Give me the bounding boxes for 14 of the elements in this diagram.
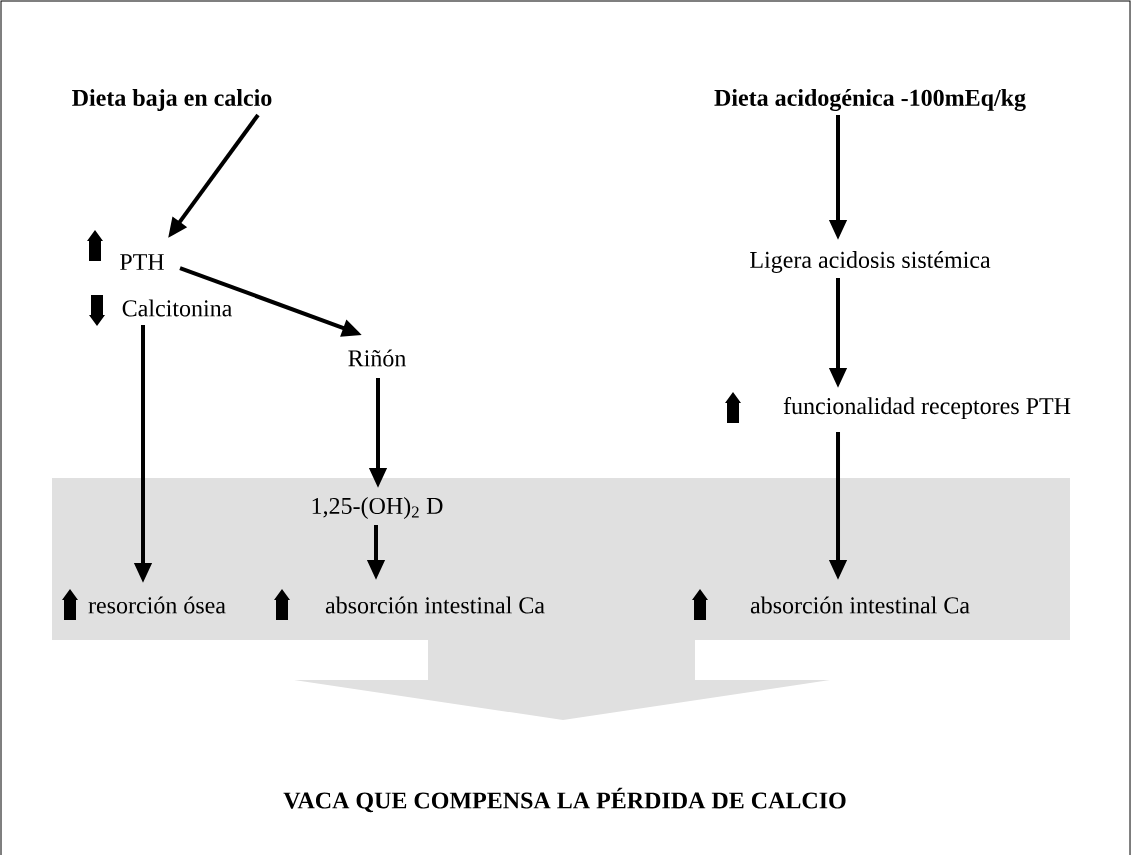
- node-text: funcionalidad receptores PTH: [783, 397, 1071, 419]
- node-text: absorción intestinal Ca: [325, 596, 545, 614]
- node-text: absorción intestinal Ca: [750, 596, 970, 614]
- node-text: resorción ósea: [88, 596, 226, 614]
- heading: Dieta acidogénica -100mEq/kg: [714, 89, 1026, 111]
- heading: Dieta baja en calcio: [72, 89, 272, 111]
- node-text: PTH: [120, 254, 164, 270]
- block-arrow: [294, 639, 830, 720]
- node-text: 1,25-(OH)$_{2}$ D: [312, 497, 443, 519]
- shaded-band: [52, 478, 1070, 640]
- node-text: Riñón: [348, 349, 406, 367]
- node-text: Calcitonina: [122, 299, 232, 317]
- heading: VACA QUE COMPENSA LA PÉRDIDA DE CALCIO: [283, 787, 846, 813]
- node-text: Ligera acidosis sistémica: [750, 251, 991, 273]
